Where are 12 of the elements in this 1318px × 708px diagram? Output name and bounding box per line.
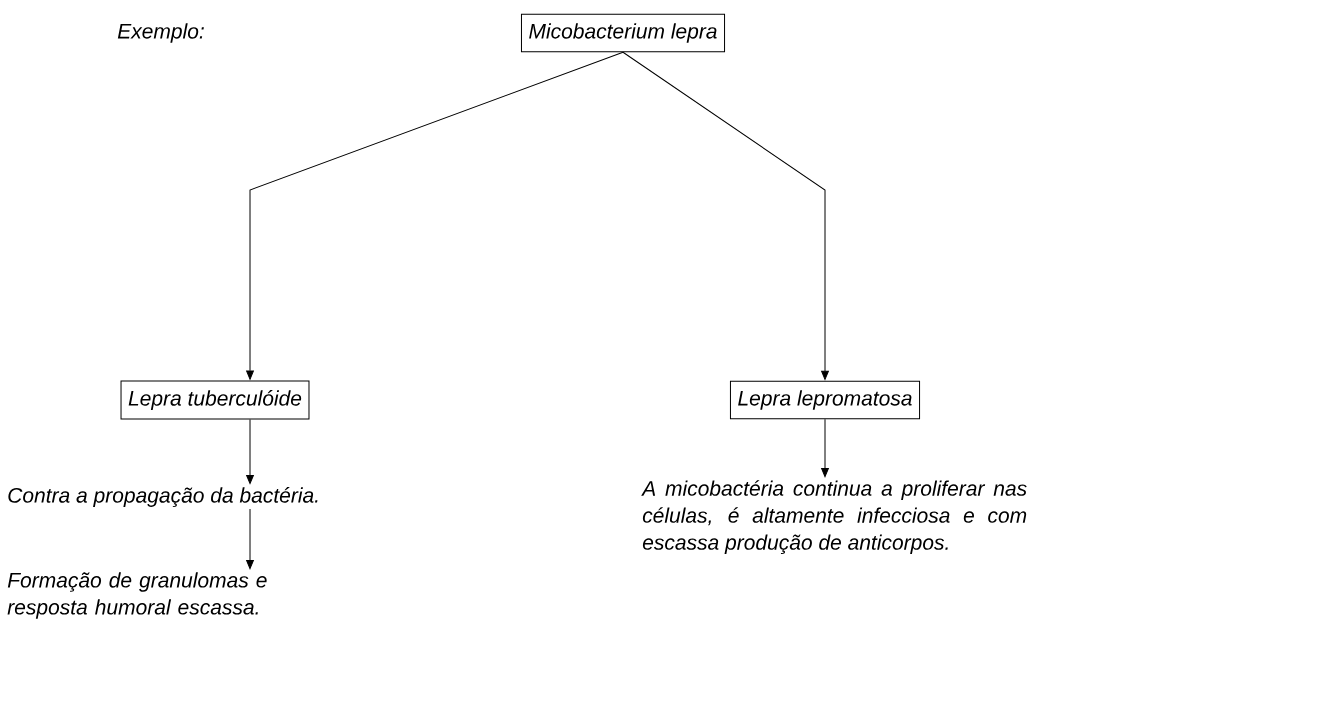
heading-text: Exemplo: — [117, 23, 204, 43]
text-box: Lepra tuberculóide — [120, 380, 310, 420]
note-text: A micobactéria continua a proliferar nas células, é altamente infecciosa e com escassa produção de anticorpos. — [641, 480, 1027, 554]
note-text: Contra a propagação da bactéria. — [8, 487, 318, 507]
arrow — [246, 51, 624, 380]
arrow — [246, 418, 254, 485]
arrow — [246, 508, 254, 570]
text-box: Micobacterium lepra — [520, 13, 726, 53]
text-box: Lepra lepromatosa — [729, 380, 921, 420]
arrow — [821, 418, 829, 478]
arrow — [622, 51, 829, 380]
note-text: Formação de granulomas e resposta humoral escassa. — [7, 572, 267, 619]
